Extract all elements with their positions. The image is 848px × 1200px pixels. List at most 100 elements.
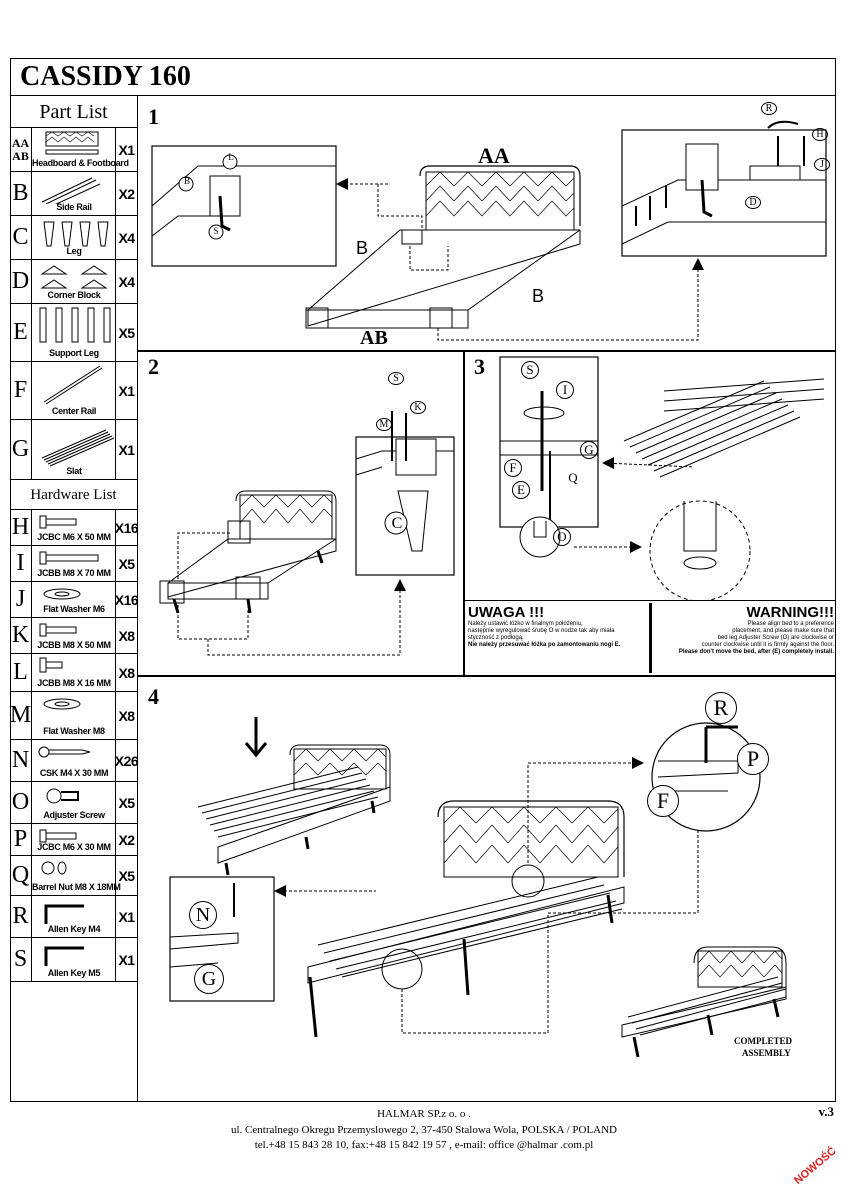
part-list-header: Part List	[10, 96, 137, 128]
part-code: S	[10, 938, 32, 981]
part-quantity: X1	[118, 382, 135, 399]
step1-label-aa: AA	[478, 143, 510, 168]
part-code: B	[10, 172, 32, 215]
part-code-secondary: AB	[12, 148, 29, 163]
step1-illustration	[151, 120, 827, 341]
product-title: CASSIDY 160	[10, 58, 836, 96]
part-quantity: X1	[118, 908, 135, 925]
version-label: v.3	[818, 1104, 834, 1119]
step1-label-ab: AB	[360, 327, 388, 349]
bolt-icon	[39, 515, 77, 529]
step3-callout-e: E	[512, 481, 530, 499]
step3-callout-g: G	[580, 441, 598, 459]
warning-english-line4: counter clockwise until it is firmly aga…	[701, 642, 834, 648]
step1-label-b-right: B	[532, 286, 545, 306]
hardware-row-r: R Allen Key M4 X1	[10, 896, 137, 938]
part-description: Barrel Nut M8 X 18MM	[32, 856, 121, 895]
step1-label-b-left: B	[356, 238, 369, 258]
adjuster-screw-icon	[46, 788, 79, 804]
part-label: Side Rail	[56, 202, 92, 212]
washer-icon	[43, 588, 81, 600]
warning-english-title: WARNING!!!	[746, 604, 834, 621]
step3-callout-q: Q	[568, 470, 578, 485]
part-description: Side Rail	[32, 172, 116, 215]
warning-english-line5: Please don't move the bed, after (E) com…	[678, 649, 834, 655]
part-quantity: X16	[114, 591, 139, 608]
part-code: L	[10, 654, 32, 691]
barrel-nut-icon	[41, 861, 67, 875]
step-number-3: 3	[474, 354, 485, 379]
step3-callout-s: S	[521, 361, 539, 379]
side-rail-icon	[41, 177, 101, 204]
step3-illustration	[499, 356, 825, 601]
part-code: J	[10, 582, 32, 617]
step4-callout-f: F	[647, 785, 679, 817]
part-quantity: X1	[118, 141, 135, 158]
step1-callout-j: J	[814, 158, 830, 171]
warning-english-line2: placement, and please make sure that	[732, 628, 834, 634]
part-code: C	[10, 216, 32, 259]
part-label: Headboard & Footboard	[32, 158, 129, 168]
part-code: E	[10, 304, 32, 361]
step4-callout-g: G	[194, 964, 224, 994]
part-code: H	[10, 510, 32, 545]
support-leg-icon	[39, 307, 111, 343]
warning-english-line1: Please align bed to a preference	[747, 621, 834, 627]
leg-icon	[43, 221, 109, 247]
step1-callout-l: L	[228, 152, 234, 162]
part-description: Headboard & Footboard	[32, 128, 129, 171]
part-quantity: X5	[118, 555, 135, 572]
part-quantity: X5	[118, 324, 135, 341]
part-description: Leg	[32, 216, 116, 259]
part-description: CSK M4 X 30 MM	[32, 740, 116, 781]
part-description: JCBB M8 X 50 MM	[32, 618, 116, 653]
step3-callout-i: I	[556, 381, 574, 399]
part-label: Barrel Nut M8 X 18MM	[32, 882, 121, 892]
completed-label: COMPLETED	[734, 1036, 793, 1046]
warning-polish-line3: styczność z podłogą.	[468, 635, 524, 641]
step2-callout-k: K	[410, 401, 426, 414]
warning-polish-line4: Nie należy przesuwać łóżka po zamontowan…	[468, 642, 621, 648]
part-quantity: X4	[118, 273, 135, 290]
assembly-label: ASSEMBLY	[742, 1048, 791, 1058]
step2-callout-c: C	[391, 515, 403, 532]
part-code: M	[10, 692, 32, 739]
warning-polish-line2: następnie wyregulować śrubę O w nodze ta…	[468, 628, 615, 634]
part-description: Flat Washer M8	[32, 692, 116, 739]
part-description: Corner Block	[32, 260, 116, 303]
part-quantity: X8	[118, 707, 135, 724]
part-quantity: X5	[118, 867, 135, 884]
footer-address: ul. Centralnego Okregu Przemyslowego 2, …	[230, 1124, 617, 1136]
divider-step1	[138, 350, 836, 352]
part-label: Adjuster Screw	[43, 810, 105, 820]
part-code: R	[10, 896, 32, 937]
step2-callout-m: M	[376, 418, 392, 431]
part-quantity: X26	[114, 752, 139, 769]
step1-callout-r: R	[761, 102, 777, 115]
part-code: D	[10, 260, 32, 303]
part-label: Slat	[66, 466, 82, 476]
part-description: Flat Washer M6	[32, 582, 116, 617]
part-description: Adjuster Screw	[32, 782, 116, 823]
part-code: N	[10, 740, 32, 781]
part-label: Allen Key M4	[47, 924, 101, 934]
part-description: JCBB M8 X 70 MM	[32, 546, 116, 581]
bolt-icon	[39, 829, 77, 843]
step-number-2: 2	[148, 354, 159, 379]
part-label: JCBB M8 X 70 MM	[37, 568, 111, 578]
part-code: O	[10, 782, 32, 823]
warning-polish-title: UWAGA !!!	[468, 604, 545, 621]
step4-callout-r: R	[705, 692, 737, 724]
warning-top-line	[464, 600, 836, 601]
part-quantity: X16	[114, 519, 139, 536]
part-label: Center Rail	[51, 406, 97, 416]
step1-callout-h: H	[812, 128, 828, 141]
